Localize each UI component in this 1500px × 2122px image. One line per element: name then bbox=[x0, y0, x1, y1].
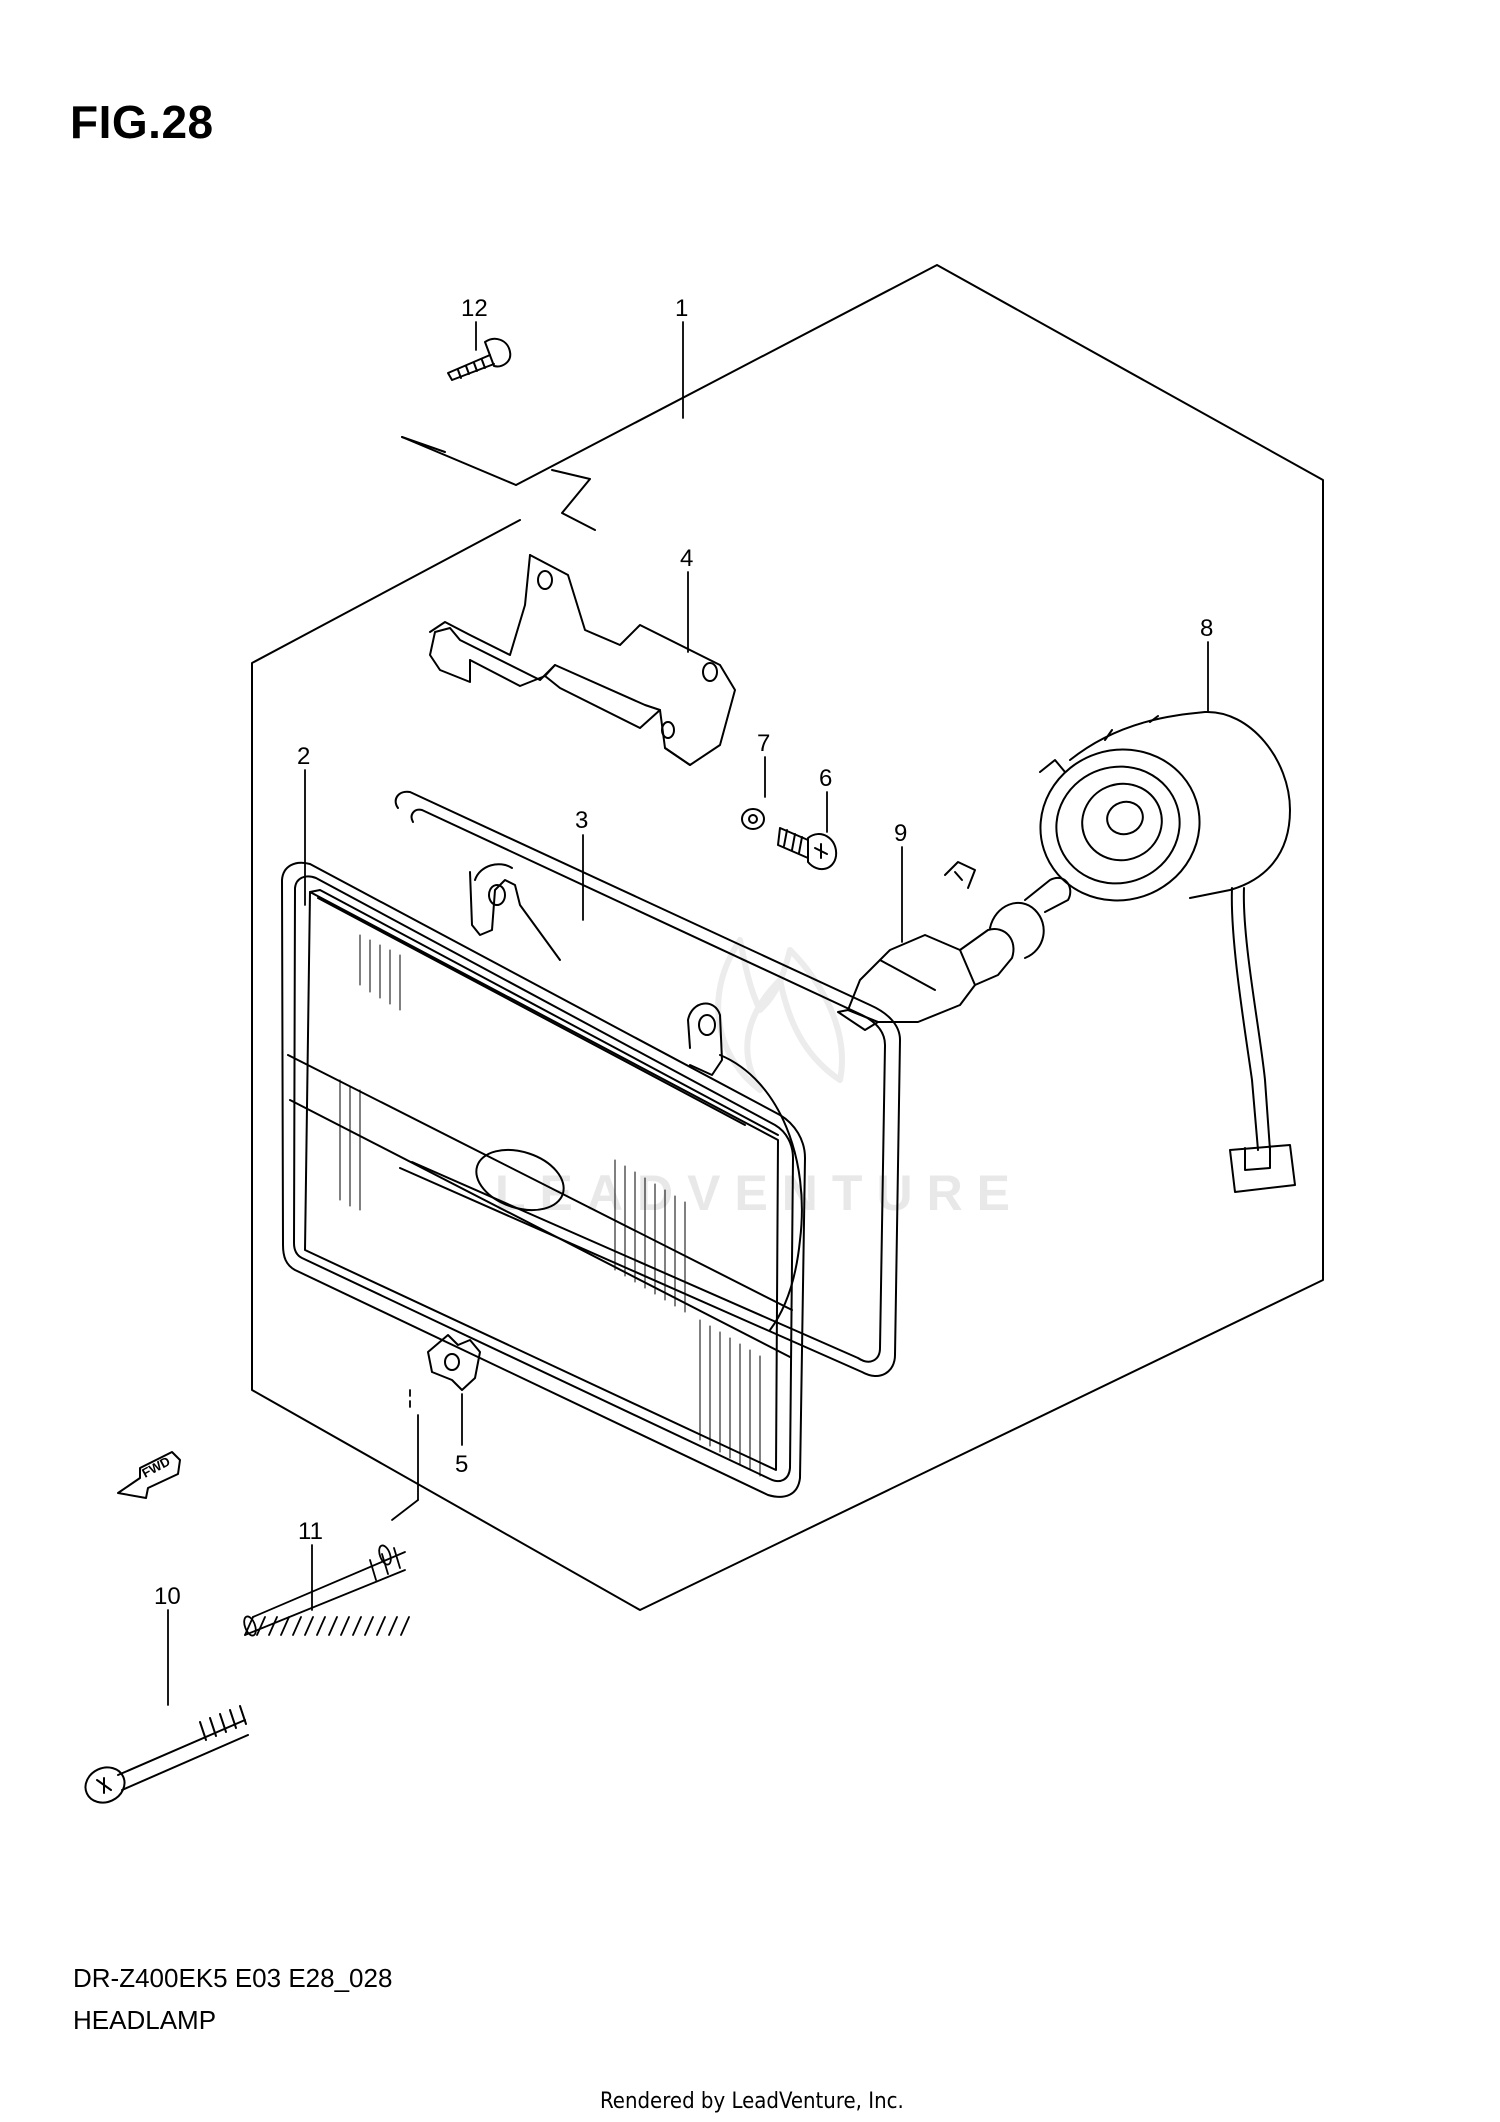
callout-12: 12 bbox=[461, 295, 488, 322]
callout-9: 9 bbox=[894, 820, 907, 847]
watermark-flame-icon bbox=[715, 937, 845, 1093]
model-code: DR-Z400EK5 E03 E28_028 bbox=[73, 1963, 393, 1993]
assembly-boundary-box bbox=[251, 264, 1324, 1611]
callout-4: 4 bbox=[680, 545, 693, 572]
bolt-part-10 bbox=[84, 1705, 249, 1804]
render-credit: Rendered by LeadVenture, Inc. bbox=[600, 2089, 904, 2114]
fwd-arrow-icon: FWD bbox=[117, 1451, 181, 1499]
rim-part-3 bbox=[394, 790, 901, 1377]
watermark-text: LEADVENTURE bbox=[495, 1165, 1024, 1221]
screw-part-12 bbox=[447, 337, 512, 381]
fwd-label: FWD bbox=[139, 1454, 172, 1481]
screw-part-6 bbox=[777, 827, 838, 871]
figure-title: FIG.28 bbox=[70, 96, 214, 148]
socket-part-8 bbox=[1039, 710, 1296, 1193]
callout-7: 7 bbox=[757, 730, 770, 757]
part-group-name: HEADLAMP bbox=[73, 2005, 217, 2035]
callout-numbers: 1 2 3 4 5 6 7 8 9 10 11 12 bbox=[154, 295, 1213, 1610]
headlamp-part-2 bbox=[281, 861, 806, 1498]
leader-lines bbox=[167, 321, 1209, 1706]
callout-11: 11 bbox=[298, 1518, 323, 1545]
spring-part-11 bbox=[243, 1544, 410, 1637]
callout-3: 3 bbox=[575, 807, 588, 834]
bracket-part-4 bbox=[429, 554, 736, 766]
callout-10: 10 bbox=[154, 1583, 181, 1610]
callout-1: 1 bbox=[675, 295, 688, 322]
callout-5: 5 bbox=[455, 1451, 468, 1478]
callout-2: 2 bbox=[297, 743, 310, 770]
clip-nut-part-5 bbox=[427, 1334, 481, 1391]
callout-8: 8 bbox=[1200, 615, 1213, 642]
washer-part-7 bbox=[741, 808, 765, 830]
bulb-part-9 bbox=[837, 861, 1072, 1031]
callout-6: 6 bbox=[819, 765, 832, 792]
